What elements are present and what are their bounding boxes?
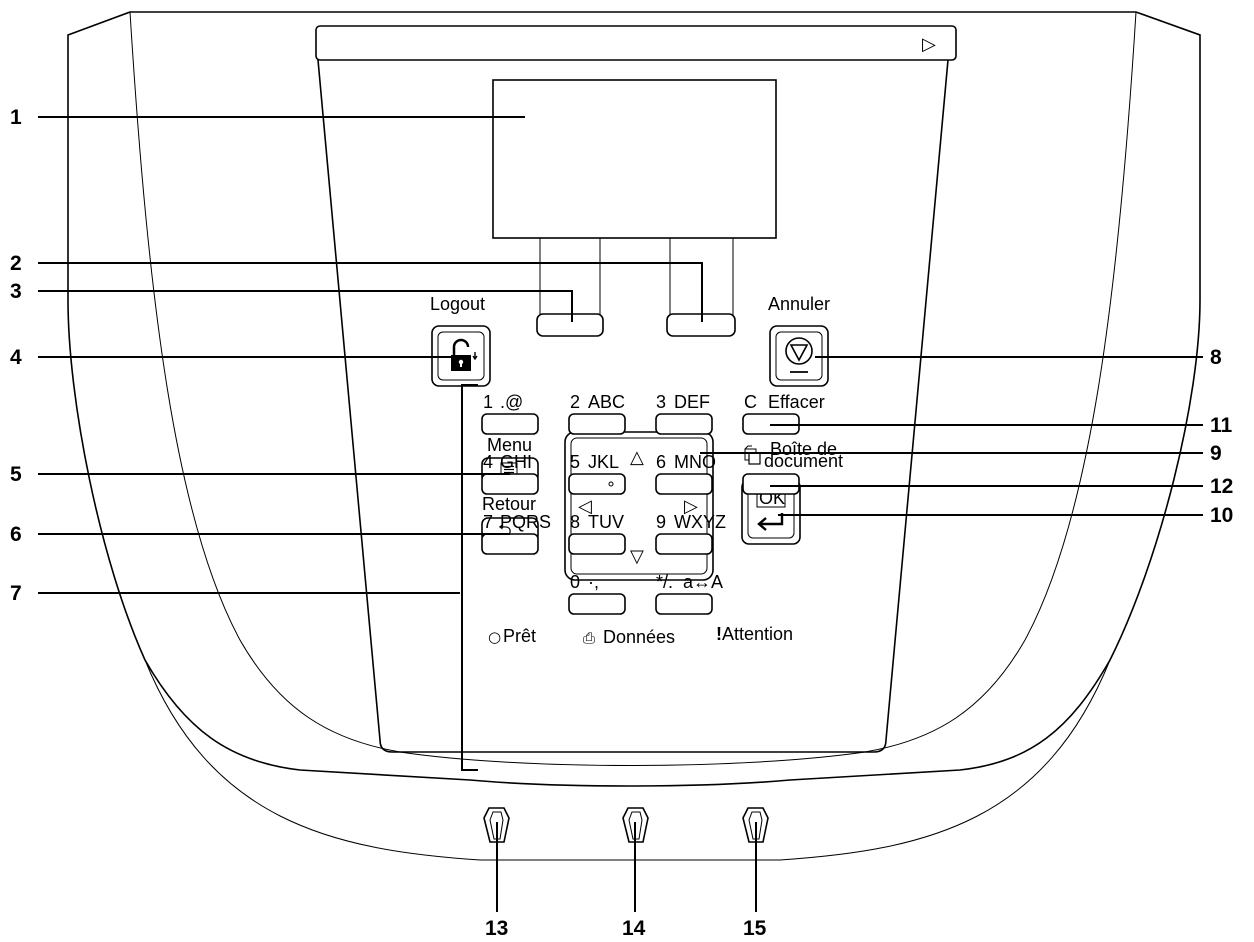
callout-15: 15 <box>743 917 767 940</box>
key-4[interactable]: 4 GHI <box>481 452 539 495</box>
document-box-label-line2: document <box>764 451 843 471</box>
callout-11: 11 <box>1210 414 1233 437</box>
attention-led <box>742 807 769 843</box>
left-select-key[interactable] <box>536 313 604 337</box>
logout-label: Logout <box>430 294 485 314</box>
clear-c-label: C <box>744 392 757 412</box>
callout-7: 7 <box>10 582 22 605</box>
lcd-screen <box>492 79 777 239</box>
callout-5: 5 <box>10 463 22 486</box>
callout-3: 3 <box>10 280 22 303</box>
callout-13: 13 <box>485 917 508 940</box>
stop-icon <box>785 337 813 373</box>
svg-text:JKL: JKL <box>588 452 619 472</box>
data-print-icon: ⎙ <box>583 629 595 647</box>
svg-text:4: 4 <box>483 452 493 472</box>
svg-text:WXYZ: WXYZ <box>674 512 726 532</box>
svg-text:*/.: */. <box>656 572 673 592</box>
svg-text:ABC: ABC <box>588 392 625 412</box>
svg-text:·,: ·, <box>588 572 599 592</box>
arrow-down-icon[interactable]: ▽ <box>630 546 644 567</box>
retour-label: Retour <box>482 494 536 514</box>
key-9[interactable]: 9 WXYZ <box>655 512 726 555</box>
svg-text:3: 3 <box>656 392 666 412</box>
svg-text:a↔A: a↔A <box>683 572 723 592</box>
annuler-label: Annuler <box>768 294 830 314</box>
callout-4: 4 <box>10 346 22 369</box>
data-led <box>622 807 649 843</box>
attention-indicator-label: ! Attention <box>716 624 793 644</box>
callout-14: 14 <box>622 917 646 940</box>
arrow-left-icon[interactable]: ◁ <box>578 496 592 517</box>
svg-text:6: 6 <box>656 452 666 472</box>
arrow-up-icon[interactable]: △ <box>630 447 644 468</box>
ready-indicator-label: ○ Prêt <box>488 626 536 646</box>
play-arrow-icon: ▷ <box>922 34 936 55</box>
inner-face-outline <box>317 59 949 753</box>
document-box-icon <box>744 445 761 465</box>
svg-text:Attention: Attention <box>722 624 793 644</box>
callout-9: 9 <box>1210 442 1222 465</box>
svg-text:8: 8 <box>570 512 580 532</box>
lock-icon <box>451 338 478 371</box>
clear-label: Effacer <box>768 392 825 412</box>
callout-8: 8 <box>1210 346 1222 369</box>
svg-text:Prêt: Prêt <box>503 626 536 646</box>
svg-text:PQRS: PQRS <box>500 512 551 532</box>
enter-icon <box>757 513 784 531</box>
ready-led <box>483 807 510 843</box>
svg-text:DEF: DEF <box>674 392 710 412</box>
svg-text:5: 5 <box>570 452 580 472</box>
stop-button[interactable] <box>769 325 829 387</box>
callout-6: 6 <box>10 523 22 546</box>
leader-lines <box>38 116 1203 912</box>
svg-text:1: 1 <box>483 392 493 412</box>
callout-10: 10 <box>1210 504 1233 527</box>
svg-text:7: 7 <box>483 512 493 532</box>
soft-key-guides <box>539 238 734 316</box>
numeric-keypad: 1 .@ 2 ABC 3 DEF 4 GHI 5 JKL 6 MNO <box>481 392 726 615</box>
callout-1: 1 <box>10 106 22 129</box>
key-3[interactable]: 3 DEF <box>655 392 713 435</box>
svg-text:TUV: TUV <box>588 512 624 532</box>
key-1[interactable]: 1 .@ <box>481 392 539 435</box>
top-lid: ▷ <box>315 25 957 61</box>
attention-exclaim-icon: ! <box>716 624 722 644</box>
panel-outline <box>67 11 1201 861</box>
menu-label: Menu <box>487 435 532 455</box>
callout-2: 2 <box>10 252 22 275</box>
callout-numbers: 1 2 3 4 5 6 7 8 9 10 11 12 13 14 15 <box>10 106 1233 940</box>
clear-button[interactable]: C Effacer <box>742 392 825 435</box>
key-8[interactable]: 8 TUV <box>568 512 626 555</box>
svg-text:MNO: MNO <box>674 452 716 472</box>
svg-text:9: 9 <box>656 512 666 532</box>
ready-circle-icon: ○ <box>488 628 501 646</box>
tactile-dot-icon <box>608 481 614 487</box>
arrow-right-icon[interactable]: ▷ <box>684 496 698 517</box>
svg-text:Données: Données <box>603 627 675 647</box>
key-5[interactable]: 5 JKL <box>568 452 626 495</box>
key-7[interactable]: 7 PQRS <box>481 512 551 555</box>
svg-text:GHI: GHI <box>500 452 532 472</box>
svg-text:.@: .@ <box>500 392 523 412</box>
svg-text:2: 2 <box>570 392 580 412</box>
data-indicator-label: ⎙ Données <box>583 627 675 647</box>
key-0[interactable]: 0 ·, <box>568 572 626 615</box>
callout-12: 12 <box>1210 475 1233 498</box>
svg-text:0: 0 <box>570 572 580 592</box>
key-6[interactable]: 6 MNO <box>655 452 716 495</box>
key-symbol[interactable]: */. a↔A <box>655 572 723 615</box>
key-2[interactable]: 2 ABC <box>568 392 626 435</box>
